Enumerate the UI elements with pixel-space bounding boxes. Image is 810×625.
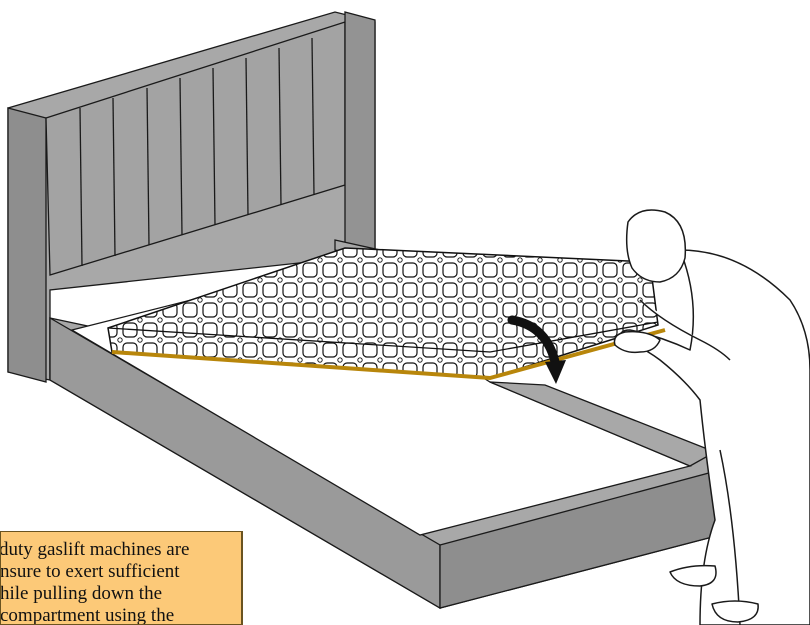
note-line: hile pulling down the [0, 583, 162, 604]
note-line: compartment using the [0, 605, 174, 625]
note-line: nsure to exert sufficient [0, 561, 180, 582]
person-icon [614, 210, 810, 625]
instruction-note: duty gaslift machines are nsure to exert… [0, 531, 243, 625]
note-line: duty gaslift machines are [0, 539, 189, 560]
